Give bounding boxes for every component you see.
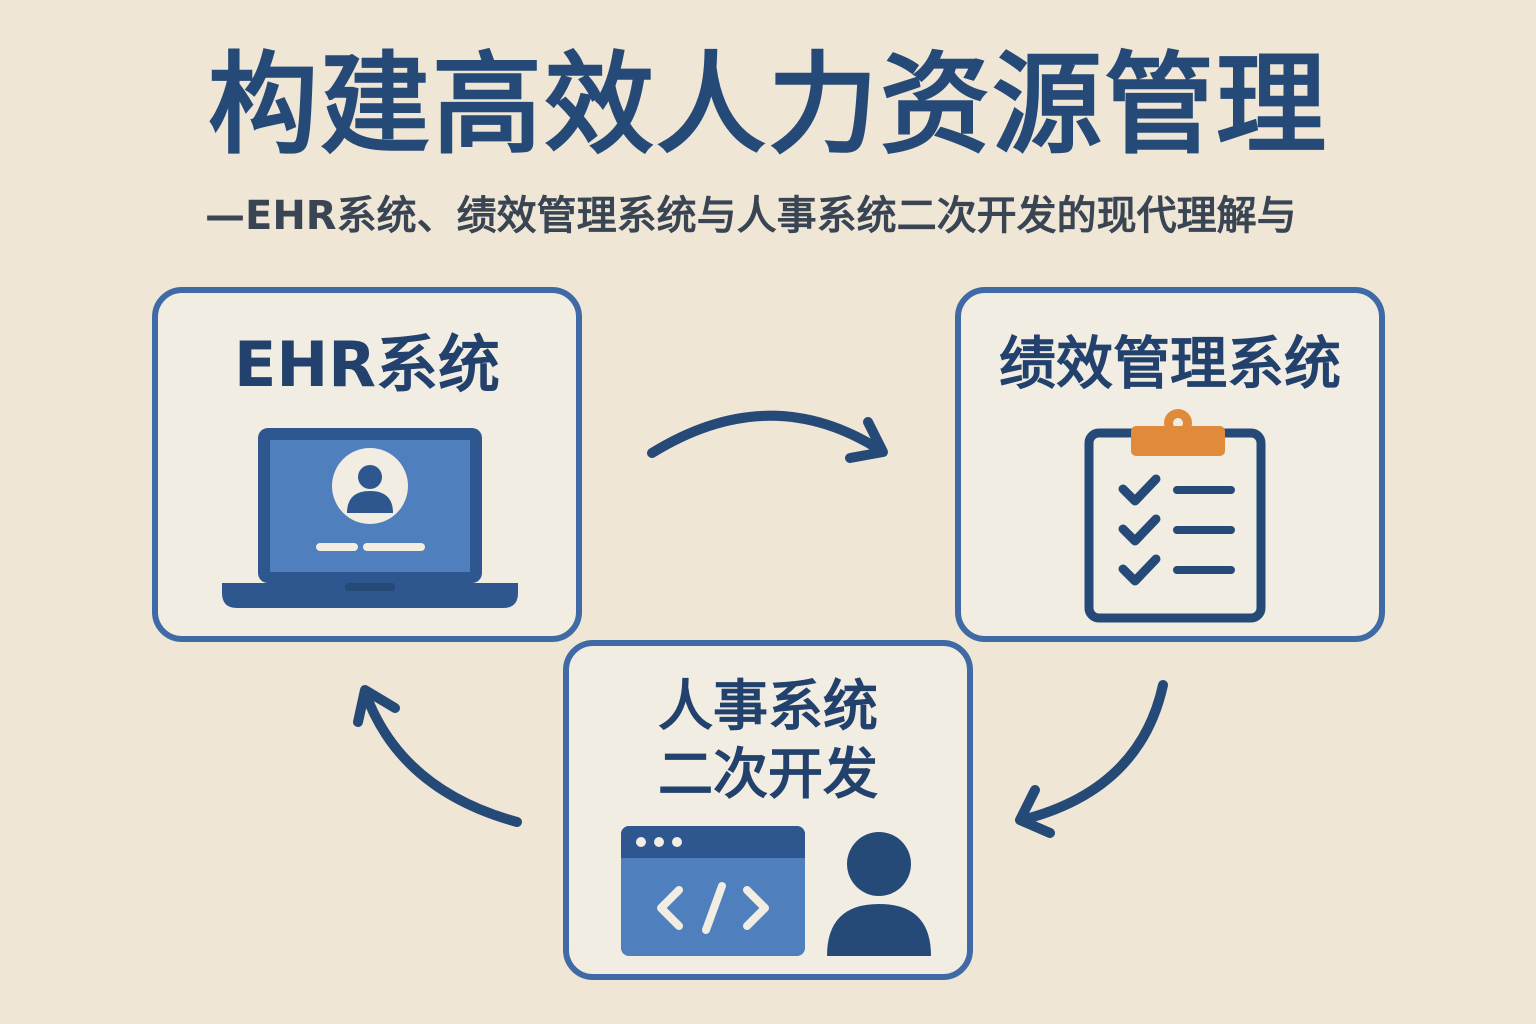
page-title: 构建高效人力资源管理 [208, 41, 1328, 169]
page-subtitle: —EHR系统、绩效管理系统与人事系统二次开发的现代理解与 [205, 193, 1297, 239]
performance-system-card: 绩效管理系统 [955, 287, 1385, 642]
development-card-title-line1: 人事系统 [657, 674, 878, 738]
code-window-icon [621, 826, 805, 956]
development-card-title-line2: 二次开发 [657, 742, 878, 806]
arrow-development-to-ehr [353, 685, 522, 827]
arrow-ehr-to-performance [647, 410, 888, 463]
laptop-user-icon [222, 428, 518, 608]
ehr-system-card: EHR系统 [152, 287, 582, 642]
clipboard-checklist-icon [1084, 409, 1266, 623]
performance-card-title: 绩效管理系统 [999, 331, 1341, 397]
ehr-card-title: EHR系统 [234, 328, 500, 401]
user-icon [827, 832, 931, 956]
arrow-performance-to-development [1015, 680, 1168, 838]
hr-development-card: 人事系统 二次开发 [563, 640, 973, 980]
